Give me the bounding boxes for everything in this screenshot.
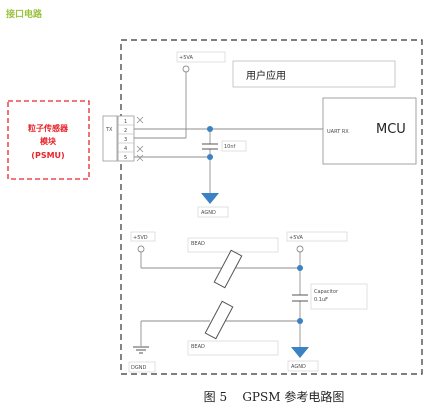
bead-top-label: BEAD <box>191 241 205 247</box>
cap-top-label: 10nf <box>224 144 236 150</box>
pin-4: 4 <box>124 146 127 152</box>
connector-body <box>102 115 118 162</box>
agnd-top-icon <box>201 193 219 204</box>
vcc-left-tag <box>130 231 156 242</box>
sensor-module-box <box>7 100 90 180</box>
uart-rx-label: UART RX <box>327 129 349 135</box>
vcc-right-terminal <box>296 245 304 253</box>
vcc-top-label: +5VA <box>179 55 193 61</box>
mcu-box <box>322 97 417 165</box>
junction-dot <box>207 154 213 160</box>
agnd-top-tag <box>197 206 229 218</box>
tx-label: TX <box>105 127 113 133</box>
top-wiring <box>134 72 323 193</box>
dgnd-icon <box>133 346 149 354</box>
mcu-label: MCU <box>376 122 406 137</box>
vcc-right-label: +5VA <box>289 235 303 241</box>
capacitor-label-1: Capacitor <box>314 289 339 295</box>
section-heading: 接口电路 <box>6 8 43 20</box>
pin-2: 2 <box>124 128 127 134</box>
bead-top-component <box>213 249 243 289</box>
lower-wiring <box>140 252 301 347</box>
connector-pins <box>117 115 135 162</box>
no-connect-marks <box>136 116 144 162</box>
user-board-frame <box>120 39 423 375</box>
dgnd-label: DGND <box>131 365 146 371</box>
junction-dot <box>297 318 303 324</box>
vcc-top-terminal <box>182 65 190 73</box>
sensor-label-2: 模块 <box>40 136 57 146</box>
bead-bottom-component <box>204 300 234 340</box>
sensor-label-1: 粒子传感器 <box>28 123 69 133</box>
capacitor-tag <box>310 283 368 310</box>
pin-1: 1 <box>124 119 127 125</box>
cap-top-tag <box>221 140 247 152</box>
agnd-bottom-icon <box>291 347 309 358</box>
vcc-top-tag <box>176 51 226 63</box>
agnd-bottom-tag <box>287 360 319 372</box>
junction-dot <box>297 265 303 271</box>
vcc-left-label: +5VD <box>133 235 148 241</box>
user-app-label: 用户应用 <box>246 69 286 82</box>
bead-bottom-label: BEAD <box>191 344 205 350</box>
bead-bottom-tag <box>187 340 279 356</box>
vcc-right-tag <box>286 231 348 242</box>
vcc-left-terminal <box>137 245 145 253</box>
capacitor-label-2: 0.1uF <box>314 297 328 303</box>
agnd-bottom-label: AGND <box>291 364 306 370</box>
pin-3: 3 <box>124 137 127 143</box>
figure-caption: 图 5 GPSM 参考电路图 <box>204 389 345 404</box>
agnd-top-label: AGND <box>201 210 216 216</box>
sensor-label-3: (PSMU) <box>31 151 64 160</box>
user-app-box <box>232 60 396 88</box>
dgnd-tag <box>128 361 156 373</box>
pin-5: 5 <box>124 155 127 161</box>
junction-dot <box>207 126 213 132</box>
